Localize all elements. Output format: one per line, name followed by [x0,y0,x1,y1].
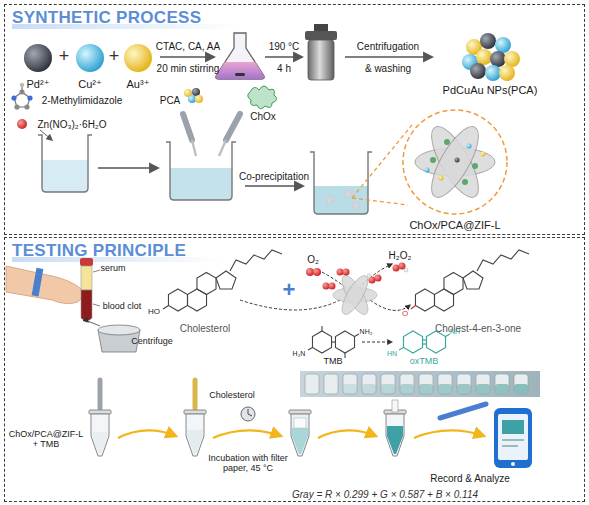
figure-label: + [109,47,120,67]
figure-label: O [402,310,408,319]
figure-label: 20 min stirring [157,63,220,74]
figure-label: Cu²⁺ [78,78,102,90]
figure-label: + [283,278,296,302]
figure-label: Record & Analyze [430,473,510,484]
figure-label: CTAC, CA, AA [156,41,220,52]
figure-label: ChOx/PCA@ZIF-L + TMB [5,430,87,450]
figure-label: Zn(NO₃)₂·6H₂O [37,119,106,130]
figure-label: Gray = R × 0.299 + G × 0.587 + B × 0.114 [292,489,478,500]
figure-label: Co-precipitation [239,171,309,182]
figure-label: 4 h [277,63,291,74]
figure-label: NH [450,328,460,336]
panel: TESTING PRINCIPLE [4,237,585,502]
figure-label: oxTMB [410,357,439,367]
figure-label: Pd²⁺ [27,78,50,90]
figure-label: & washing [365,63,411,74]
figure-label: Centrifuge [131,337,173,347]
figure-label: H₂O₂ [389,250,412,261]
figure-label: Au³⁺ [127,78,150,90]
figure-label: Incubation with filter paper, 45 °C [198,454,298,474]
figure-label: Cholest-4-en-3-one [435,323,521,334]
panel-heading: SYNTHETIC PROCESS [12,8,241,29]
figure-label: O₂ [307,254,319,265]
figure-label: TMB [324,357,343,367]
figure-label: HO [148,308,160,317]
figure-label: 190 °C [269,41,300,52]
panel-heading: TESTING PRINCIPLE [12,241,226,262]
figure-label: Centrifugation [357,41,419,52]
figure-label: H₂N [293,350,306,358]
figure-label: ChOx [250,111,276,122]
figure-label: PCA [160,95,181,106]
figure-label: PdCuAu NPs(PCA) [443,84,538,96]
figure-label: blood clot [103,302,142,312]
figure-label: 2-Methylimidazole [42,95,123,106]
panel: SYNTHETIC PROCESS [4,4,585,235]
figure-label: ChOx/PCA@ZIF-L [409,219,500,231]
figure-label: NH₂ [360,328,373,336]
figure-label: serum [100,264,125,274]
figure-label: Cholesterol [180,323,231,334]
figure-label: HN [387,350,397,358]
figure-label: Cholesterol [209,391,255,401]
figure-label: + [59,47,70,67]
